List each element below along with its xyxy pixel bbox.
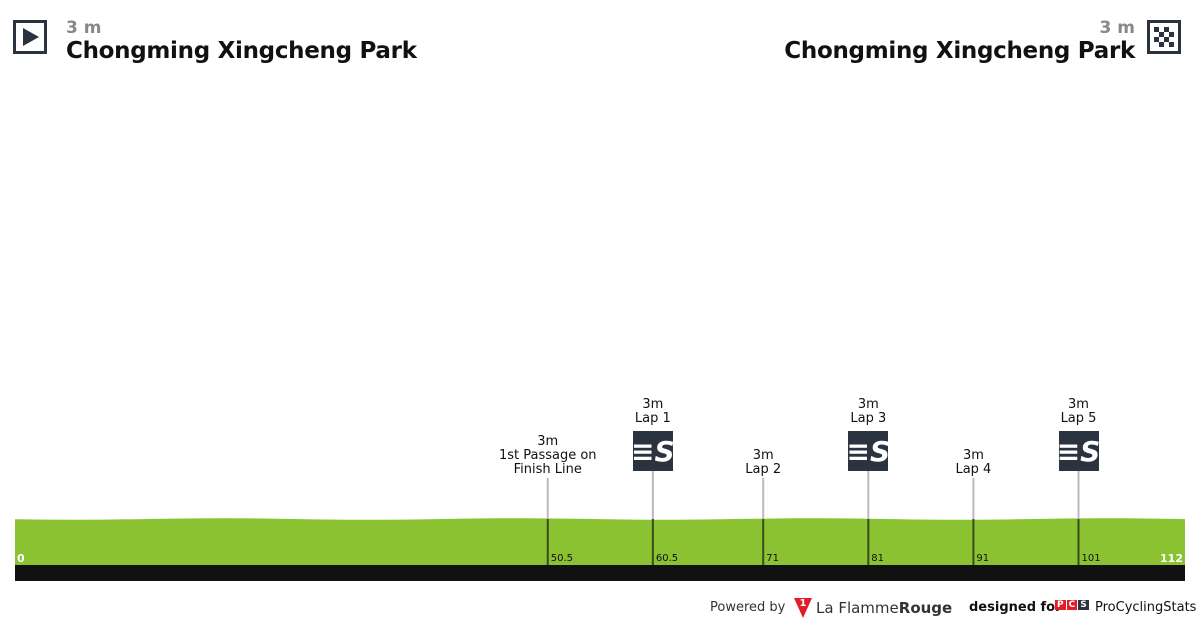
finish-name: Chongming Xingcheng Park	[784, 38, 1135, 64]
marker-name: Lap 1	[634, 411, 671, 426]
marker-name: Lap 3	[850, 411, 887, 426]
profile-area	[15, 518, 1185, 565]
lfr-name-a: La Flamme	[816, 599, 899, 617]
marker-altitude: 3m	[857, 397, 879, 412]
marker-altitude: 3m	[1068, 397, 1089, 412]
start-name: Chongming Xingcheng Park	[66, 38, 417, 64]
x-start-label: 0	[17, 552, 25, 565]
sprint-icon: ≡S	[846, 431, 890, 471]
pcs-letter: C	[1066, 600, 1078, 610]
pcs-letter: P	[1055, 600, 1066, 610]
pcs-letter: S	[1078, 600, 1089, 610]
pcs-logo: P C S	[1055, 600, 1089, 610]
marker-name-2: Finish Line	[513, 462, 582, 477]
marker-altitude: 3m	[752, 448, 774, 463]
lfr-name-b: Rouge	[898, 599, 953, 617]
marker-altitude: 3m	[962, 448, 984, 463]
profile-base	[15, 565, 1185, 581]
start-header: 3 m Chongming Xingcheng Park	[66, 18, 417, 64]
finish-altitude: 3 m	[1099, 18, 1135, 38]
marker-km-label: 101	[1081, 553, 1101, 564]
finish-header: 3 m Chongming Xingcheng Park	[784, 18, 1135, 64]
marker-km-label: 60.5	[655, 553, 679, 564]
sprint-icon: ≡S	[631, 431, 675, 471]
marker-name: Lap 2	[745, 462, 782, 477]
marker-km-label: 50.5	[550, 553, 574, 564]
play-icon	[23, 28, 39, 46]
marker-km-label: 91	[976, 553, 990, 564]
marker-name: Lap 4	[955, 462, 992, 477]
powered-by: Powered by	[710, 600, 786, 615]
marker-name: Lap 5	[1060, 411, 1097, 426]
marker-km-label: 71	[766, 553, 779, 564]
start-altitude: 3 m	[66, 18, 102, 38]
marker-altitude: 3m	[642, 397, 664, 412]
marker-altitude: 3m	[537, 434, 559, 449]
pcs-name: ProCyclingStats	[1095, 600, 1197, 615]
checkered-flag-icon	[1154, 27, 1174, 47]
marker-name: 1st Passage on	[498, 448, 597, 463]
lfr-number: 1	[794, 598, 812, 618]
start-icon	[13, 20, 47, 54]
designed-for: designed for	[969, 600, 1062, 615]
marker-km-label: 81	[871, 553, 885, 564]
x-end-label: 112	[1160, 552, 1183, 565]
finish-icon	[1147, 20, 1181, 54]
sprint-icon: ≡S	[1057, 431, 1100, 471]
